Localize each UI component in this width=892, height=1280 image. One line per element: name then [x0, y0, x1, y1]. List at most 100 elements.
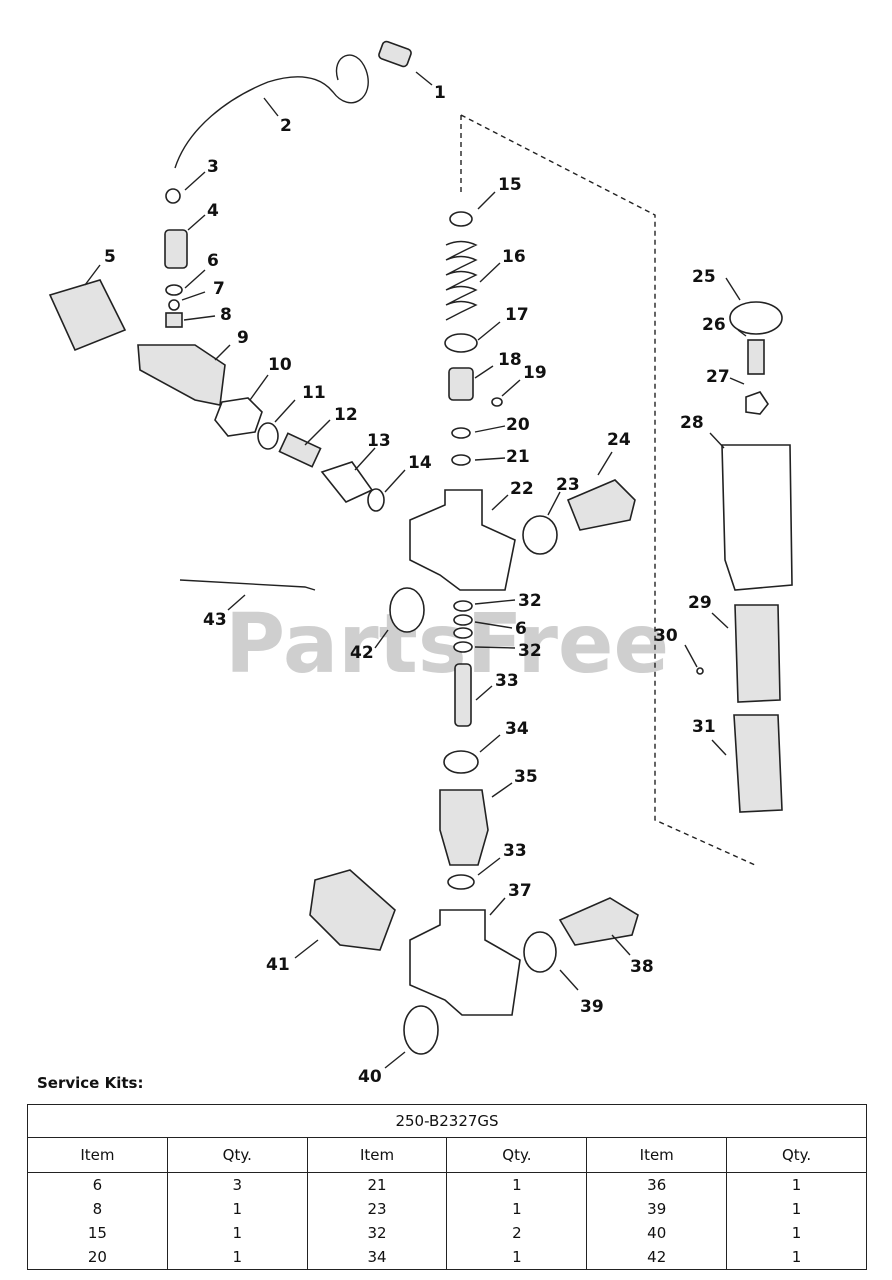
- table-cell: 1: [166, 1221, 308, 1245]
- col-header-item: Item: [306, 1137, 448, 1173]
- callout-34: 34: [505, 719, 529, 739]
- callout-23: 23: [556, 475, 580, 495]
- callout-29: 29: [688, 593, 712, 613]
- callout-32-b: 32: [518, 641, 542, 661]
- part-9-body: [137, 344, 226, 406]
- table-cell: 42: [586, 1245, 728, 1270]
- part-30-ball: [696, 667, 704, 675]
- table-cell: 20: [27, 1245, 168, 1270]
- part-43-pin: [179, 579, 316, 591]
- part-17-washer: [444, 333, 478, 353]
- table-cell: 6: [27, 1172, 168, 1197]
- callout-41: 41: [266, 955, 290, 975]
- part-8-spring: [165, 312, 183, 328]
- kit-number: 250-B2327GS: [27, 1104, 867, 1138]
- callout-37: 37: [508, 881, 532, 901]
- callout-17: 17: [505, 305, 529, 325]
- table-cell: 3: [166, 1172, 308, 1197]
- part-11-oring: [257, 422, 279, 450]
- callout-6-b: 6: [515, 619, 527, 639]
- table-cell: 40: [586, 1221, 728, 1245]
- callout-13: 13: [367, 431, 391, 451]
- part-27-nut: [745, 391, 769, 415]
- part-6-oring: [165, 284, 183, 296]
- table-cell: 21: [306, 1172, 448, 1197]
- callout-35: 35: [514, 767, 538, 787]
- table-cell: 8: [27, 1197, 168, 1221]
- part-29-fitting: [734, 604, 781, 703]
- table-cell: 1: [446, 1245, 588, 1270]
- table-row: 8 1 23 1 39 1: [27, 1197, 867, 1221]
- part-6-oring-c: [453, 627, 473, 639]
- table-cell: 1: [166, 1197, 308, 1221]
- callout-32-a: 32: [518, 591, 542, 611]
- callout-33-b: 33: [503, 841, 527, 861]
- part-14-oring: [367, 488, 385, 512]
- callout-15: 15: [498, 175, 522, 195]
- callout-5: 5: [104, 247, 116, 267]
- part-37-tee: [409, 909, 521, 1016]
- col-header-item: Item: [27, 1137, 168, 1173]
- table-row: 6 3 21 1 36 1: [27, 1172, 867, 1197]
- callout-2: 2: [280, 116, 292, 136]
- part-13-seat: [320, 461, 374, 503]
- part-40-washer: [403, 1005, 439, 1055]
- table-cell: 15: [27, 1221, 168, 1245]
- service-kits-title: Service Kits:: [37, 1074, 144, 1092]
- part-12-spring: [278, 432, 322, 468]
- part-24-banjo-bolt: [566, 479, 636, 531]
- table-cell: 39: [586, 1197, 728, 1221]
- part-38-banjo-bolt: [558, 897, 639, 946]
- part-26-screw: [747, 339, 765, 375]
- table-cell: 36: [586, 1172, 728, 1197]
- exploded-parts-diagram: PartsFree: [48, 40, 793, 1087]
- col-header-qty: Qty.: [166, 1137, 308, 1173]
- part-39-washer: [523, 931, 557, 973]
- callout-12: 12: [334, 405, 358, 425]
- callout-25: 25: [692, 267, 716, 287]
- callout-16: 16: [502, 247, 526, 267]
- callout-6: 6: [207, 251, 219, 271]
- part-7-ball: [168, 299, 180, 311]
- part-33-oring-lower: [447, 874, 475, 890]
- callout-22: 22: [510, 479, 534, 499]
- callout-3: 3: [207, 157, 219, 177]
- callout-14: 14: [408, 453, 432, 473]
- callout-8: 8: [220, 305, 232, 325]
- part-41-fitting: [309, 869, 396, 951]
- part-4-fitting: [164, 229, 188, 269]
- col-header-qty: Qty.: [726, 1137, 867, 1173]
- table-cell: 1: [166, 1245, 308, 1270]
- callout-7: 7: [213, 279, 225, 299]
- callout-24: 24: [607, 430, 631, 450]
- callout-31: 31: [692, 717, 716, 737]
- part-20-oring: [451, 427, 471, 439]
- table-row: 20 1 34 1 42 1: [27, 1245, 867, 1270]
- part-6-oring-b: [453, 614, 473, 626]
- callout-labels: 1 2 3 4 5 6 7 8 9 10 11 12 13 14 15 16 1…: [104, 83, 730, 1087]
- callout-10: 10: [268, 355, 292, 375]
- callout-26: 26: [702, 315, 726, 335]
- part-32-oring-d: [453, 641, 473, 653]
- callout-4: 4: [207, 201, 219, 221]
- part-32-oring-a: [453, 600, 473, 612]
- table-cell: 1: [446, 1172, 588, 1197]
- part-19-oring: [491, 397, 503, 407]
- callout-40: 40: [358, 1067, 382, 1087]
- table-row: 15 1 32 2 40 1: [27, 1221, 867, 1245]
- callout-30: 30: [654, 626, 678, 646]
- callout-27: 27: [706, 367, 730, 387]
- callout-20: 20: [506, 415, 530, 435]
- table-cell: 1: [726, 1221, 867, 1245]
- col-header-item: Item: [586, 1137, 728, 1173]
- callout-21: 21: [506, 447, 530, 467]
- part-2-hose-outline: [174, 54, 369, 169]
- watermark: PartsFree: [225, 597, 669, 692]
- callout-43: 43: [203, 610, 227, 630]
- part-10-nut: [214, 397, 263, 437]
- table-cell: 23: [306, 1197, 448, 1221]
- part-25-cap: [729, 301, 783, 335]
- callout-11: 11: [302, 383, 326, 403]
- callout-38: 38: [630, 957, 654, 977]
- part-21-oring: [451, 454, 471, 466]
